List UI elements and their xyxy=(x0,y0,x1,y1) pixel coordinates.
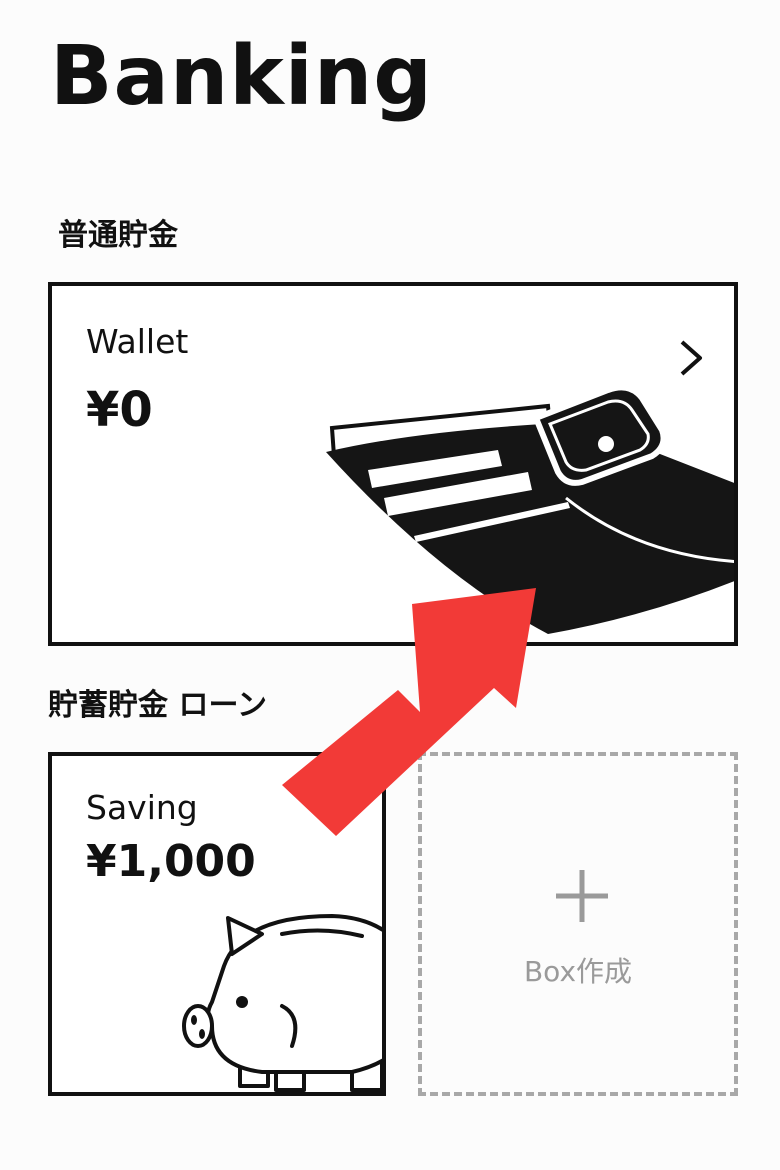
plus-icon xyxy=(556,870,608,922)
create-box-label: Box作成 xyxy=(523,955,633,988)
wallet-card[interactable]: Wallet ¥0 xyxy=(48,282,738,646)
saving-card[interactable]: Saving ¥1,000 xyxy=(48,752,386,1096)
section-label-savings: 貯蓄貯金 ローン xyxy=(48,688,267,723)
section-label-ordinary: 普通貯金 xyxy=(58,218,178,253)
wallet-card-name: Wallet xyxy=(86,322,189,361)
wallet-illustration-icon xyxy=(326,384,734,634)
saving-card-name: Saving xyxy=(86,788,198,827)
page-title: Banking xyxy=(50,29,433,124)
saving-card-amount: ¥1,000 xyxy=(86,836,256,887)
create-box-button[interactable]: Box作成 xyxy=(418,752,738,1096)
wallet-card-amount: ¥0 xyxy=(86,382,153,438)
chevron-right-icon[interactable] xyxy=(676,338,706,378)
piggy-bank-illustration-icon xyxy=(182,914,382,1092)
